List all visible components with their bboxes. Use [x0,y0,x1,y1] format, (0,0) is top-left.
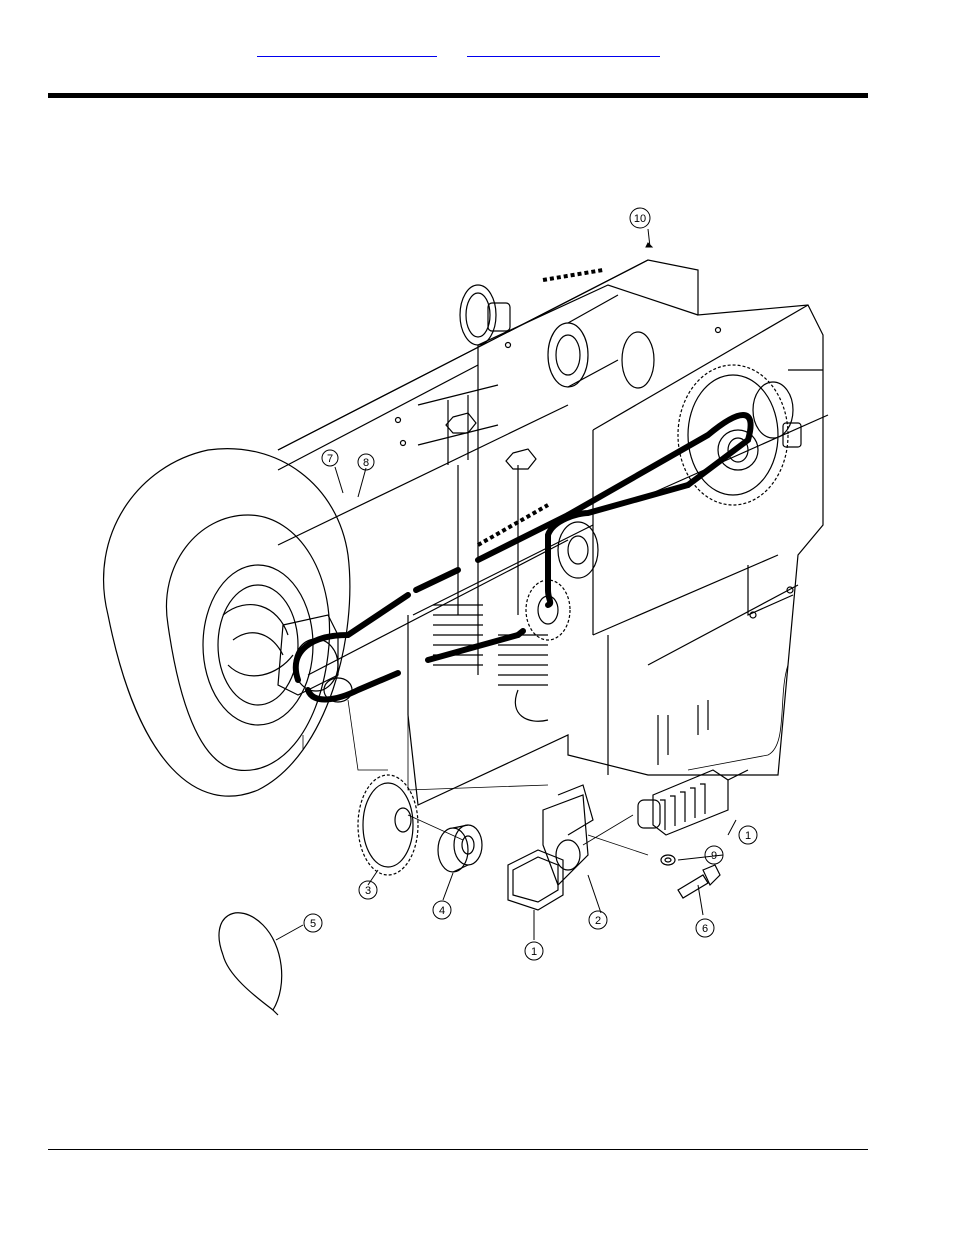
callout-label-9: 9 [711,850,717,862]
springs [433,605,548,721]
idler-sprocket [478,505,598,640]
hair-pin [219,913,282,1015]
frame-assembly [278,260,828,805]
header-link-2[interactable] [467,40,660,57]
callout-label-1-sensor: 1 [745,830,751,842]
callout-label-7: 7 [327,453,333,465]
gauge-wheel [104,449,352,797]
footer-rule [48,1149,868,1150]
header-link-1[interactable] [257,40,437,57]
parts-diagram: 10 7 8 1 9 6 2 1 3 4 5 [48,195,838,1025]
bracket [543,785,648,885]
upper-sprocket [460,270,603,345]
callout-label-8: 8 [363,457,369,469]
hex-nut [508,850,563,910]
callout-label-2: 2 [595,915,601,927]
callout-label-3: 3 [365,885,371,897]
right-sprocket [678,365,801,505]
shafts [418,295,654,615]
callouts [276,208,757,960]
callout-label-10: 10 [634,213,646,225]
callout-label-5: 5 [310,918,316,930]
bearing [438,825,482,872]
header-rule [48,93,868,98]
callout-label-4: 4 [439,905,445,917]
callout-label-6: 6 [702,923,708,935]
callout-label-1-nut: 1 [531,946,537,958]
sensor [583,770,748,845]
